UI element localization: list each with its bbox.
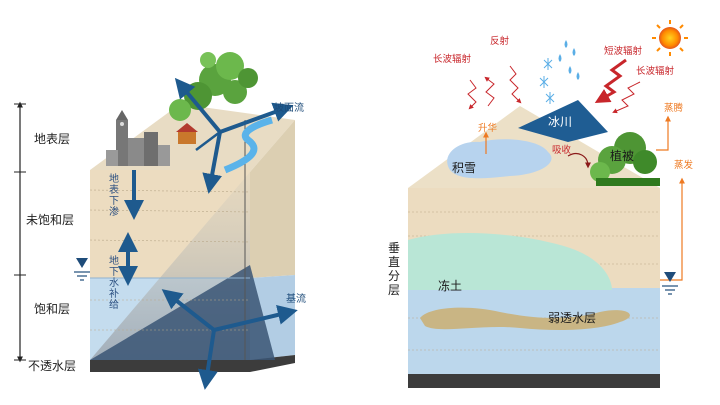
process-arrows [483, 115, 685, 281]
precipitation-icon [558, 40, 580, 80]
label-shortwave: 短波辐射 [604, 45, 643, 57]
label-recharge-3: 水 [109, 277, 119, 289]
label-frozen-soil: 冻土 [438, 278, 462, 293]
water-table-icon [74, 258, 90, 281]
radiation-waves [467, 58, 641, 114]
label-surface-runoff: 坡面流 [274, 101, 304, 114]
label-vertical-4: 层 [388, 283, 400, 297]
label-infiltration-2: 表 [109, 183, 119, 196]
layer-label-saturated: 饱和层 [34, 301, 70, 316]
vegetation-icon [590, 132, 660, 186]
label-recharge-1: 地 [109, 254, 119, 267]
snowflake-icon [539, 58, 555, 104]
label-aquitard: 弱透水层 [548, 311, 596, 325]
saturated-wedge [90, 265, 275, 360]
label-glacier: 冰川 [548, 115, 572, 129]
label-reflection: 反射 [490, 35, 510, 47]
label-transpiration: 蒸腾 [664, 102, 684, 114]
right-bedrock [408, 374, 660, 388]
label-vertical-2: 直 [388, 255, 400, 269]
frozen-soil-area [408, 233, 612, 290]
label-sublimation: 升华 [478, 122, 498, 134]
unsaturated-side [250, 120, 295, 278]
house-icon [176, 123, 198, 144]
layer-label-unsaturated: 未饱和层 [26, 212, 74, 227]
surface-flow-arrows [174, 77, 294, 194]
impermeable-base [90, 355, 295, 372]
layer-label-surface: 地表层 [34, 132, 70, 146]
absorption-arrow [567, 153, 591, 169]
subsurface-flow-arrows [118, 170, 298, 390]
label-recharge-2: 下 [109, 267, 119, 278]
label-infiltration-3: 下 [109, 196, 119, 207]
sun-icon [652, 20, 688, 56]
label-absorption: 吸收 [552, 144, 572, 156]
label-baseflow: 基流 [286, 292, 306, 305]
aquitard-area [420, 307, 630, 330]
label-recharge-4: 补 [109, 287, 119, 300]
city-icon [106, 110, 170, 166]
left-soil-block: 地表层 未饱和层 饱和层 不透水层 [14, 52, 306, 390]
layer-label-impermeable: 不透水层 [28, 359, 76, 373]
label-infiltration-1: 地 [109, 172, 119, 185]
label-evaporation: 蒸发 [674, 159, 694, 171]
right-water-table-icon [662, 272, 678, 295]
label-vertical-1: 垂 [388, 241, 400, 255]
label-longwave-right: 长波辐射 [636, 65, 675, 77]
right-saturated-zone [408, 288, 660, 378]
label-longwave-left: 长波辐射 [433, 53, 472, 65]
river-icon [223, 116, 273, 174]
snowpack-area [447, 139, 552, 179]
label-vegetation: 植被 [610, 148, 634, 163]
label-snowpack: 积雪 [452, 161, 476, 175]
label-vertical-3: 分 [388, 269, 400, 283]
right-soil-block: 反射 长波辐射 短波辐射 长波辐射 [388, 20, 694, 388]
label-infiltration-4: 渗 [109, 205, 119, 218]
label-recharge-5: 给 [109, 298, 119, 311]
glacier-area [518, 100, 608, 142]
layer-axis [14, 101, 26, 363]
